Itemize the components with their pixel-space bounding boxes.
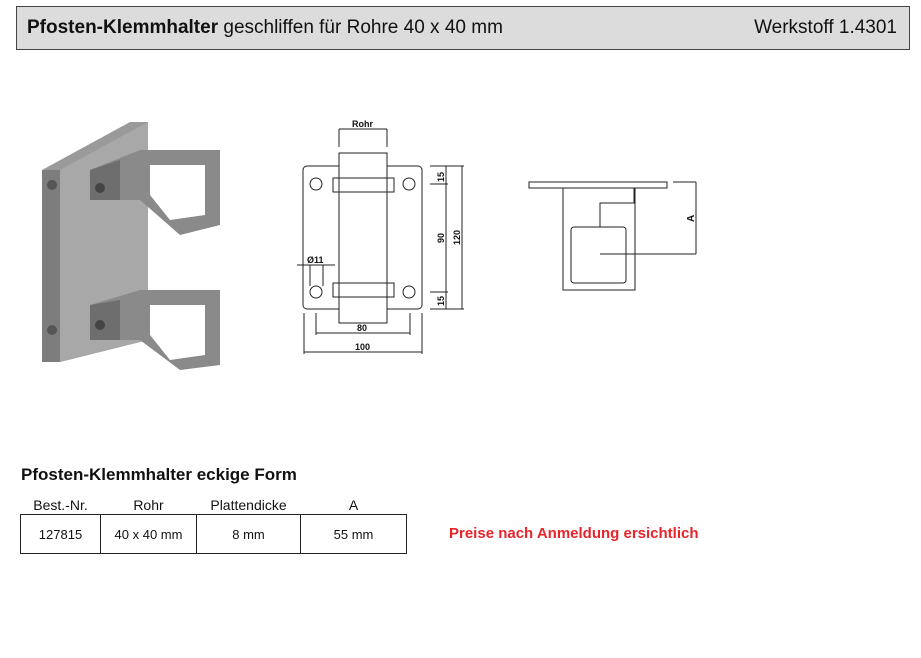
material-label: Werkstoff 1.4301	[754, 17, 897, 38]
side-view-drawing	[528, 181, 697, 291]
dim-15-bottom: 15	[436, 296, 446, 306]
dim-120: 120	[452, 230, 462, 245]
product-photo	[42, 122, 220, 370]
cell-plattendicke: 8 mm	[196, 514, 301, 554]
table-row: 127815 40 x 40 mm 8 mm 55 mm	[20, 514, 407, 554]
product-table: Best.-Nr. Rohr Plattendicke A 127815 40 …	[20, 496, 407, 554]
product-drawings: Rohr 80 100 Ø11 15 90 120 15 A	[42, 119, 697, 370]
cell-best-nr: 127815	[20, 514, 101, 554]
col-header-plattendicke: Plattendicke	[210, 497, 287, 513]
header-bar: Pfosten-Klemmhalter geschliffen für Rohr…	[16, 6, 910, 50]
product-title: Pfosten-Klemmhalter geschliffen für Rohr…	[27, 17, 503, 38]
cell-rohr: 40 x 40 mm	[100, 514, 197, 554]
dim-100: 100	[355, 342, 370, 352]
col-header-rohr: Rohr	[133, 497, 164, 513]
dim-15-top: 15	[436, 172, 446, 182]
dim-a: A	[686, 215, 697, 222]
cell-a: 55 mm	[300, 514, 407, 554]
dim-90: 90	[436, 233, 446, 243]
section-title: Pfosten-Klemmhalter eckige Form	[21, 465, 297, 484]
dim-80: 80	[357, 323, 367, 333]
dim-hole: Ø11	[307, 255, 324, 265]
front-view-drawing	[297, 128, 464, 354]
price-note: Preise nach Anmeldung ersichtlich	[449, 525, 699, 542]
dim-rohr: Rohr	[352, 119, 373, 129]
col-header-a: A	[348, 497, 359, 513]
col-header-best-nr: Best.-Nr.	[33, 497, 88, 513]
